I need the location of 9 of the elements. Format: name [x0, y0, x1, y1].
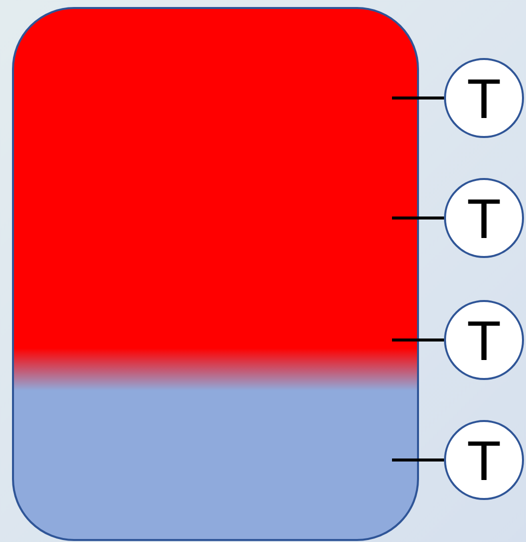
sensor-circle: T: [444, 300, 524, 380]
sensor-circle: T: [444, 178, 524, 258]
probe-line: [392, 96, 444, 100]
sensor-circle: T: [444, 420, 524, 500]
probe-line: [392, 458, 444, 462]
probe-line: [392, 338, 444, 342]
sensor-circle: T: [444, 58, 524, 138]
tank-body: [12, 7, 419, 541]
probe-line: [392, 216, 444, 220]
